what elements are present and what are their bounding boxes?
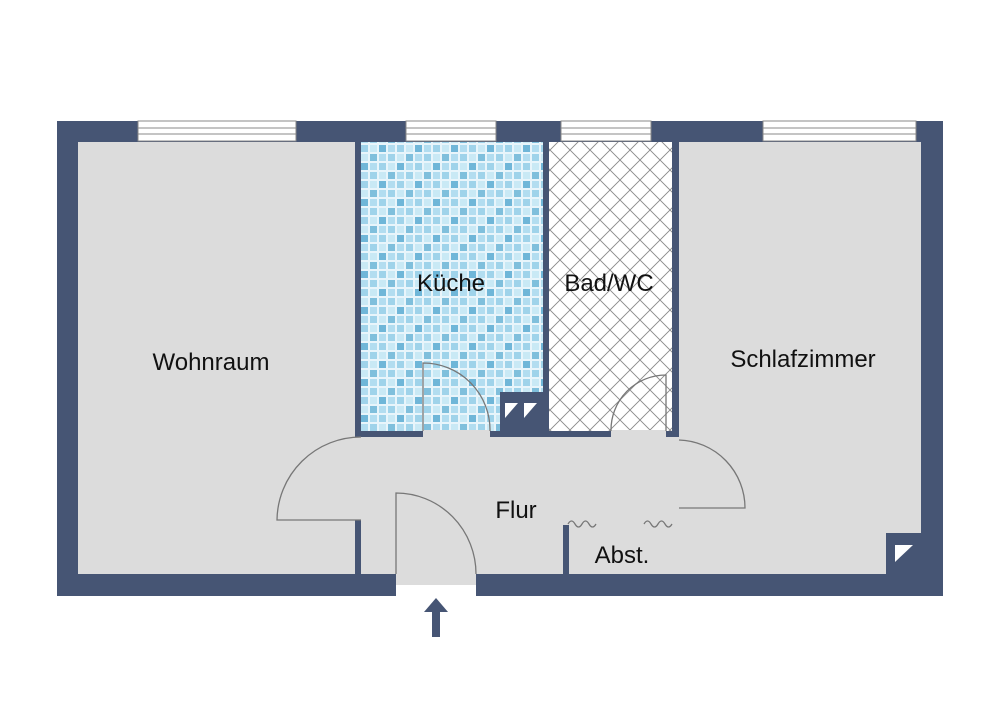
window [762, 120, 917, 142]
kueche-door-swing [422, 362, 491, 432]
shaft-triangle-icon [524, 403, 537, 418]
window [405, 120, 497, 142]
schlafzimmer-floor [679, 142, 921, 574]
chimney-triangle-icon [895, 545, 913, 562]
bad-floor [549, 142, 672, 431]
windows [137, 120, 917, 142]
room-label-flur: Flur [495, 497, 536, 524]
entrance-door-swing [395, 492, 477, 575]
window [137, 120, 297, 142]
chimney [886, 533, 922, 575]
entrance-opening [396, 573, 476, 585]
abstellraum-wall [563, 525, 569, 575]
schlafzimmer-door-swing [678, 439, 746, 509]
flur-floor [361, 437, 679, 574]
wohnraum-floor [78, 142, 355, 574]
room-label-schlafzimmer: Schlafzimmer [730, 346, 875, 373]
room-label-kueche: Küche [417, 270, 485, 297]
schlafzimmer-door-opening [671, 440, 680, 508]
entrance-threshold [396, 585, 476, 597]
kueche-floor [361, 142, 543, 431]
bad-door-opening [611, 430, 666, 438]
room-label-bad: Bad/WC [564, 270, 653, 297]
window [560, 120, 652, 142]
room-label-wohnraum: Wohnraum [153, 349, 270, 376]
curtain-icon [567, 520, 597, 528]
wohnraum-door-opening [354, 437, 362, 520]
bad-door-swing [610, 374, 667, 432]
shaft-triangle-icon [505, 403, 518, 418]
wohnraum-door-swing [276, 436, 362, 521]
kueche-door-opening [423, 430, 490, 438]
room-label-abstellraum: Abst. [595, 542, 650, 569]
entrance-arrow-icon [424, 598, 448, 637]
curtain-icon [643, 520, 673, 528]
